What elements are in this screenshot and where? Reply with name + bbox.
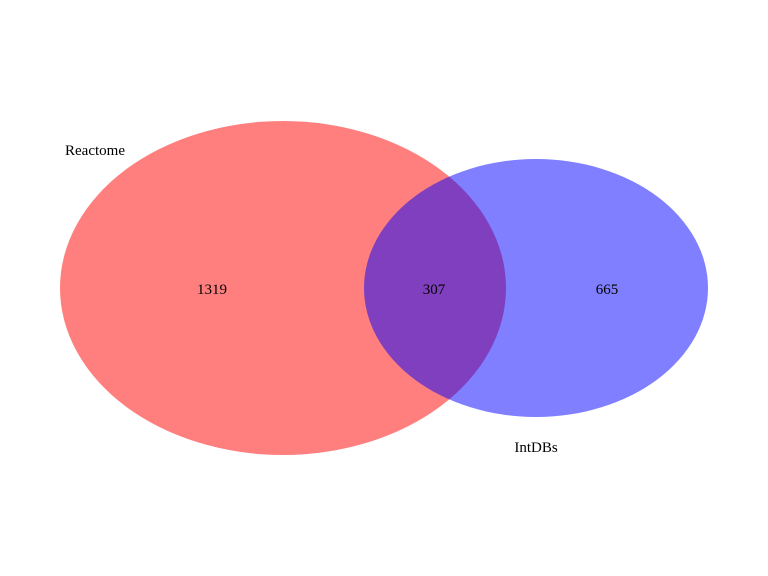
set-a-ellipse [60,121,506,455]
set-b-label: IntDBs [514,440,558,456]
region-only-b-count: 665 [596,282,619,298]
region-only-a-count: 1319 [197,282,227,298]
region-intersection-count: 307 [423,282,446,298]
set-a-label: Reactome [65,143,125,159]
set-b-ellipse [364,159,708,417]
